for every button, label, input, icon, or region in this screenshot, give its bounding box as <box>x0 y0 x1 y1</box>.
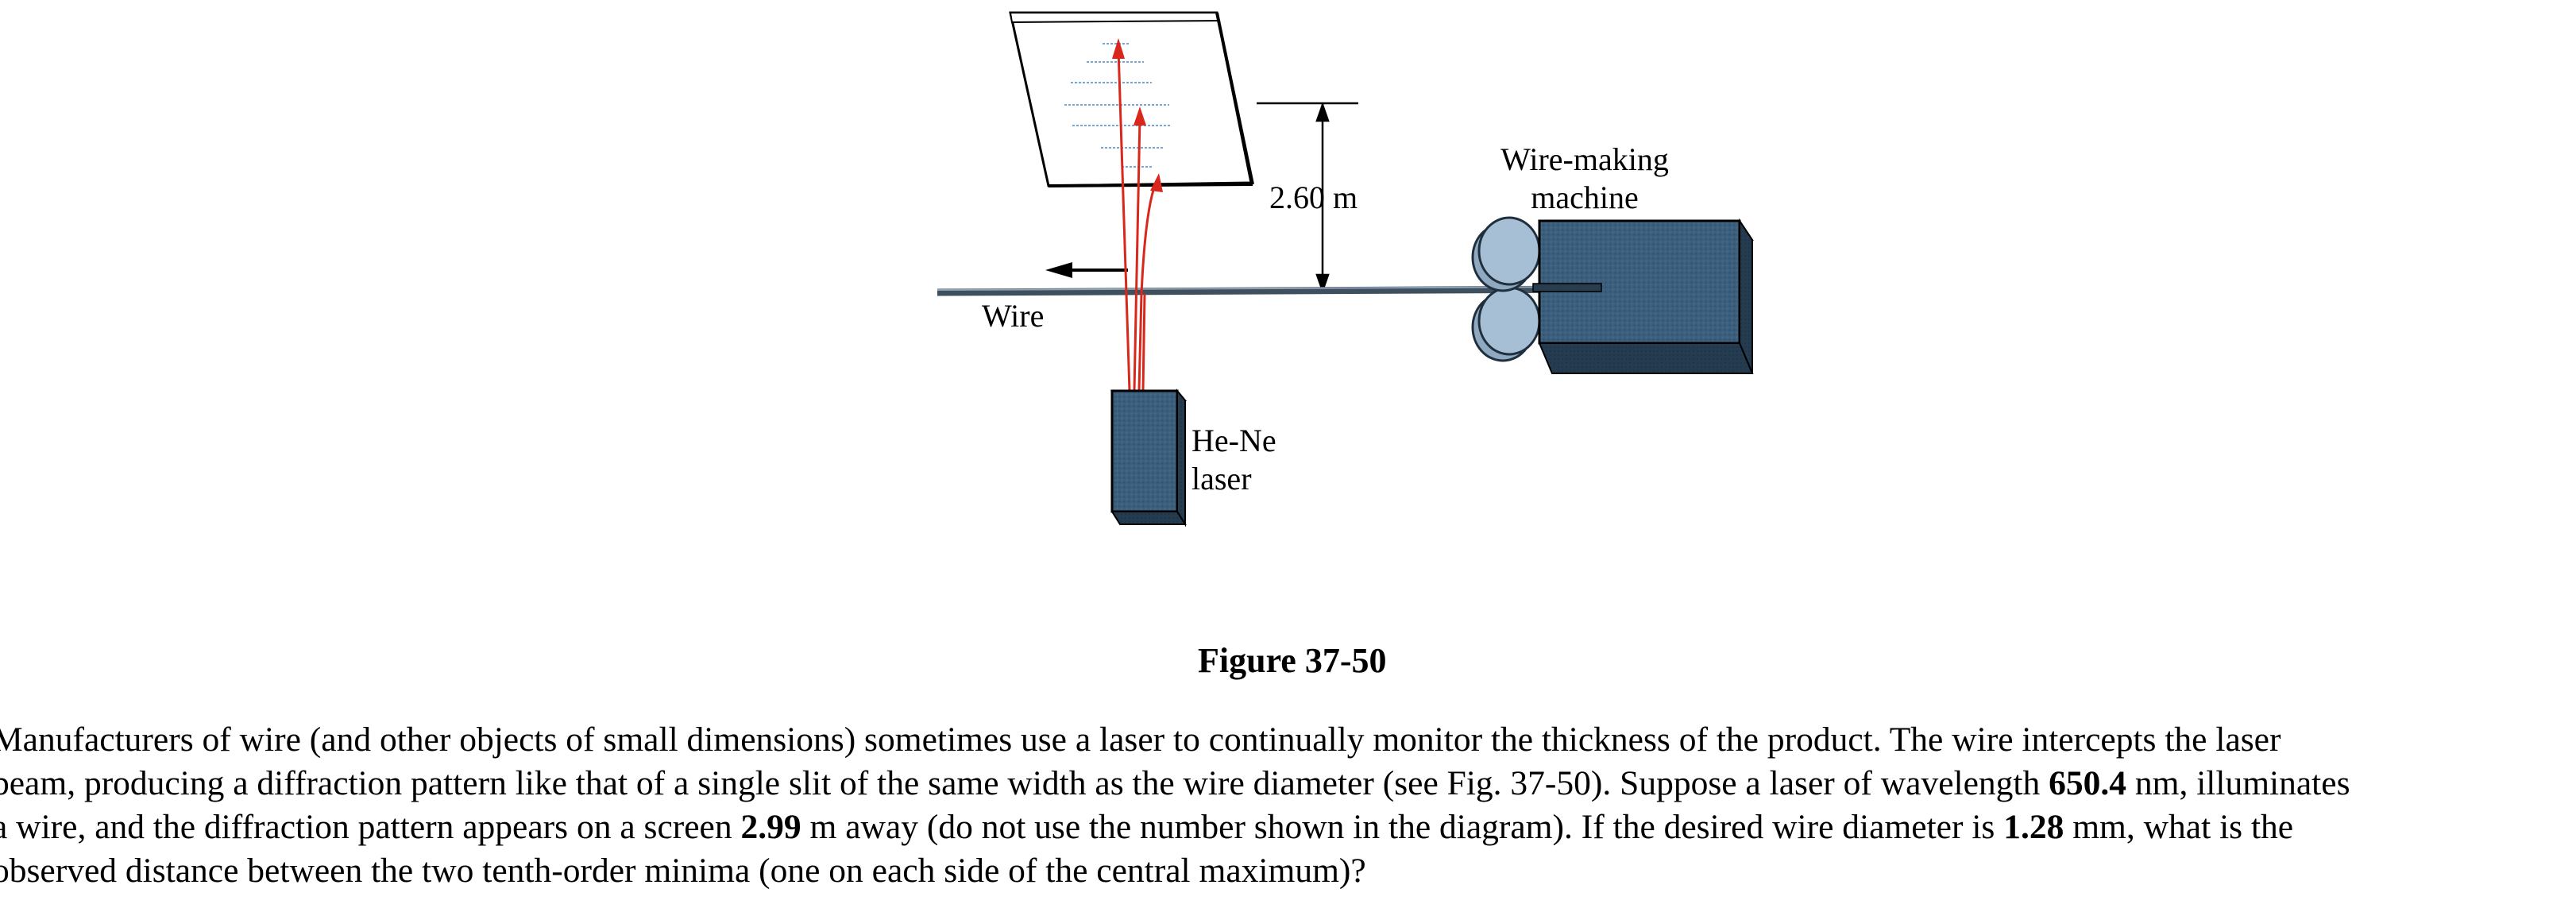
distance-dimension <box>1257 102 1358 294</box>
problem-line-1-text: Manufacturers of wire (and other objects… <box>0 721 2281 759</box>
problem-line-3-a: a wire, and the diffraction pattern appe… <box>0 808 741 846</box>
he-ne-laser <box>1110 388 1188 527</box>
problem-line-3-b: m away (do not use the number shown in t… <box>801 808 2004 846</box>
problem-statement: Manufacturers of wire (and other objects… <box>0 718 2576 893</box>
wavelength-value: 650.4 <box>2049 764 2126 802</box>
problem-line-1: Manufacturers of wire (and other objects… <box>0 718 2576 762</box>
laser-label-line1: He-Ne <box>1191 423 1276 458</box>
figure-37-50-diagram: 2.60 m Wire <box>913 0 1787 548</box>
machine-label-line1: Wire-making <box>1500 141 1669 177</box>
diagram-svg: 2.60 m Wire <box>937 11 1754 527</box>
screen <box>1009 11 1254 187</box>
distance-label: 2.60 m <box>1269 180 1358 215</box>
problem-line-2: beam, producing a diffraction pattern li… <box>0 762 2576 806</box>
problem-line-3-c: mm, what is the <box>2064 808 2294 846</box>
machine-label-line2: machine <box>1531 180 1639 215</box>
wire-label: Wire <box>982 298 1044 334</box>
beam-arrowheads <box>1112 38 1163 192</box>
wire-diameter-value: 1.28 <box>2003 808 2064 846</box>
screen-distance-value: 2.99 <box>740 808 801 846</box>
problem-line-4: observed distance between the two tenth-… <box>0 849 2576 893</box>
wire-making-machine <box>1471 216 1754 374</box>
figure-caption: Figure 37-50 <box>1198 641 1387 680</box>
problem-line-2-b: nm, illuminates <box>2126 764 2350 802</box>
problem-line-2-a: beam, producing a diffraction pattern li… <box>0 764 2049 802</box>
problem-line-3: a wire, and the diffraction pattern appe… <box>0 806 2576 849</box>
problem-line-4-text: observed distance between the two tenth-… <box>0 852 1366 890</box>
wire-direction-arrow <box>1045 262 1128 278</box>
laser-label-line2: laser <box>1191 461 1252 497</box>
